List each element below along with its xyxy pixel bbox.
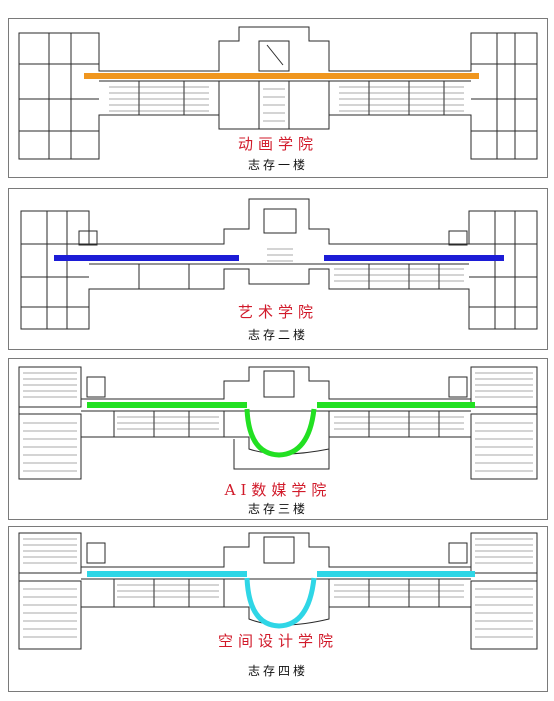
floor-plan-1 [18,26,538,160]
floor-label-4: 志存四楼 [247,664,308,678]
floor-panel-3: AI数媒学院 志存三楼 [8,358,548,520]
floor-label-2: 志存二楼 [247,328,308,342]
floor-plan-4 [18,532,538,650]
corridor-highlight-4c [244,577,317,629]
floor-panel-4: 空间设计学院 志存四楼 [8,526,548,692]
floor-label-1: 志存一楼 [247,158,308,172]
floor-plan-3 [18,366,538,480]
floor-panel-1: 动画学院 志存一楼 [8,18,548,178]
college-name-4: 空间设计学院 [217,632,338,650]
floor-label-3: 志存三楼 [247,502,308,516]
corridor-highlight-3c [244,408,317,458]
college-name-2: 艺术学院 [237,303,318,321]
floor-panel-2: 艺术学院 志存二楼 [8,188,548,350]
floor-plan-2 [20,198,538,330]
college-name-3: AI数媒学院 [224,481,332,499]
college-name-1: 动画学院 [237,135,318,153]
